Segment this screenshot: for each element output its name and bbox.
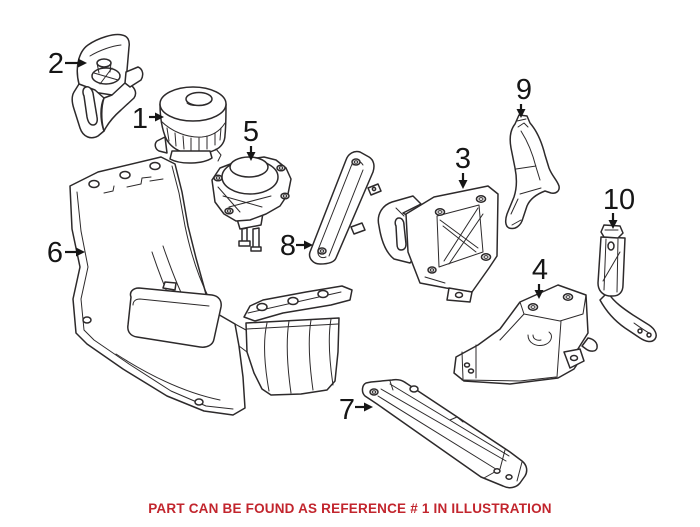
part-1-label: 1 bbox=[132, 103, 148, 135]
part-9-drawing bbox=[504, 114, 560, 230]
reference-caption: PART CAN BE FOUND AS REFERENCE # 1 IN IL… bbox=[148, 501, 552, 516]
part-8-drawing bbox=[308, 150, 382, 265]
part-1-drawing bbox=[154, 86, 227, 164]
callout-8: 8 bbox=[280, 230, 313, 262]
callout-5: 5 bbox=[243, 116, 259, 161]
part-2-label: 2 bbox=[48, 48, 64, 80]
callout-1: 1 bbox=[132, 103, 164, 135]
callout-9: 9 bbox=[516, 74, 532, 118]
part-7-label: 7 bbox=[339, 394, 355, 426]
part-7-drawing bbox=[361, 378, 528, 489]
callout-3: 3 bbox=[455, 143, 471, 189]
part-10-label: 10 bbox=[603, 184, 635, 216]
part-10-drawing bbox=[597, 224, 657, 343]
part-5-drawing bbox=[211, 156, 292, 252]
callout-6: 6 bbox=[47, 237, 85, 269]
part-5-label: 5 bbox=[243, 116, 259, 148]
part-4-drawing bbox=[453, 284, 598, 385]
callout-4: 4 bbox=[532, 254, 548, 299]
callout-7: 7 bbox=[339, 394, 373, 426]
part-6-label: 6 bbox=[47, 237, 63, 269]
part-6-drawing bbox=[69, 156, 353, 416]
callout-10: 10 bbox=[603, 184, 635, 229]
part-3-label: 3 bbox=[455, 143, 471, 175]
part-3-drawing bbox=[377, 185, 499, 303]
callout-2: 2 bbox=[48, 48, 87, 80]
part-9-label: 9 bbox=[516, 74, 532, 106]
part-2-drawing bbox=[71, 33, 144, 139]
part-8-label: 8 bbox=[280, 230, 296, 262]
part-4-label: 4 bbox=[532, 254, 548, 286]
